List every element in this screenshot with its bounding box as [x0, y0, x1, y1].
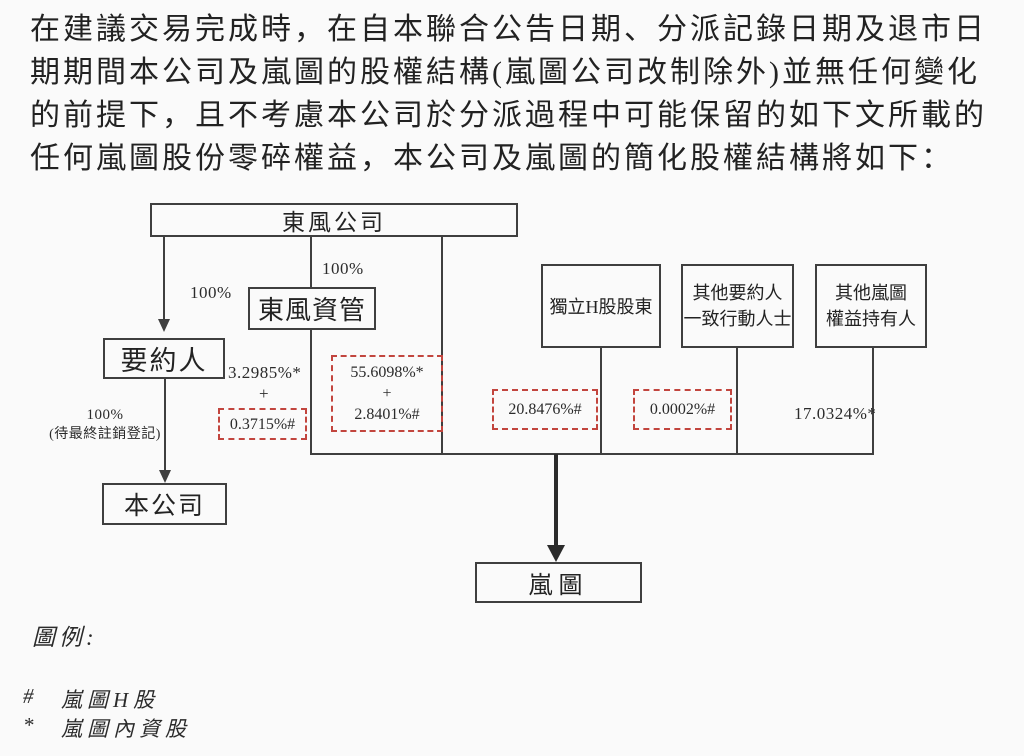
dashed-box-offeror-h: 0.3715%#	[218, 408, 307, 440]
intro-paragraph: 在建議交易完成時，在自本聯合公告日期、分派記錄日期及退市日 期期間本公司及嵐圖的…	[30, 8, 998, 180]
pct-value: 55.6098%*	[350, 364, 424, 381]
node-label: 東風公司	[282, 210, 386, 235]
pct-value: 0.0002%#	[649, 401, 716, 418]
paragraph-line: 的前提下，且不考慮本公司於分派過程中可能保留的如下文所載的	[30, 99, 987, 132]
node-lantu: 嵐圖	[475, 562, 642, 603]
connector-concert-to-bus	[736, 348, 738, 455]
node-label: 權益持有人	[826, 309, 916, 329]
pct-value: 0.3715%#	[229, 415, 296, 433]
plus-sign: +	[258, 384, 270, 403]
plus-sign: +	[382, 385, 392, 402]
node-independent-h-shareholders: 獨立H股股東	[541, 264, 661, 348]
pct-label-company-holding: 100% (待最終註銷登記)	[40, 406, 170, 444]
paragraph-line: 在建議交易完成時，在自本聯合公告日期、分派記錄日期及退市日	[30, 13, 987, 46]
pct-label-asset-arrow: 100%	[322, 259, 364, 278]
pct-value: 100%	[86, 407, 124, 423]
connector-dongfeng-to-offeror	[163, 237, 165, 320]
node-label: 嵐圖	[528, 573, 589, 599]
connector-horizontal-bus	[310, 453, 874, 455]
connector-dongfeng-to-asset	[310, 237, 312, 289]
legend-entry-domestic-shares: * 嵐圖內資股	[23, 713, 191, 743]
pct-note: (待最終註銷登記)	[49, 427, 161, 442]
arrow-down-icon	[547, 545, 565, 562]
dashed-box-asset-holding: 55.6098%* + 2.8401%#	[331, 355, 443, 432]
pct-value: 2.8401%#	[354, 406, 420, 423]
connector-otherlantu-to-bus	[872, 348, 874, 455]
connector-dongfeng-to-bus	[441, 237, 443, 455]
node-label: 其他要約人	[692, 283, 783, 303]
node-label: 一致行動人士	[683, 309, 792, 329]
paragraph-line: 期期間本公司及嵐圖的股權結構(嵐圖公司改制除外)並無任何變化	[30, 56, 980, 89]
node-label: 要約人	[120, 346, 208, 376]
pct-label-offeror-arrow: 100%	[190, 283, 232, 302]
legend-symbol: #	[23, 684, 34, 708]
node-dongfeng-asset: 東風資管	[248, 287, 376, 330]
connector-independent-to-bus	[600, 348, 602, 455]
dashed-box-independent-h: 20.8476%#	[492, 389, 598, 430]
node-label: 其他嵐圖	[835, 283, 907, 303]
pct-value: 20.8476%#	[508, 401, 582, 418]
node-dongfeng-company: 東風公司	[150, 203, 518, 237]
node-label: 東風資管	[257, 296, 366, 325]
node-label: 獨立H股股東	[549, 297, 653, 317]
connector-bus-to-lantu	[554, 454, 558, 546]
pct-label-offeror-holding: 3.2985%* +	[228, 362, 302, 404]
node-label: 本公司	[123, 493, 205, 520]
pct-value: 3.2985%*	[228, 363, 302, 382]
arrow-down-icon	[159, 470, 171, 483]
connector-asset-to-bus	[310, 329, 312, 455]
node-concert-parties: 其他要約人 一致行動人士	[681, 264, 794, 348]
node-the-company: 本公司	[102, 483, 227, 525]
paragraph-line: 任何嵐圖股份零碎權益，本公司及嵐圖的簡化股權結構將如下：	[30, 142, 954, 175]
node-offeror: 要約人	[103, 338, 225, 379]
arrow-down-icon	[158, 319, 170, 332]
node-other-lantu-holders: 其他嵐圖 權益持有人	[815, 264, 927, 348]
legend-title: 圖例:	[32, 625, 98, 650]
legend-label: 嵐圖H股	[61, 688, 160, 712]
connector-offeror-to-company	[164, 379, 166, 471]
dashed-box-concert: 0.0002%#	[633, 389, 732, 430]
legend-symbol: *	[23, 713, 34, 737]
legend-label: 嵐圖內資股	[61, 717, 191, 741]
legend-entry-h-shares: # 嵐圖H股	[23, 684, 159, 714]
pct-label-other-lantu: 17.0324%*	[794, 404, 877, 423]
